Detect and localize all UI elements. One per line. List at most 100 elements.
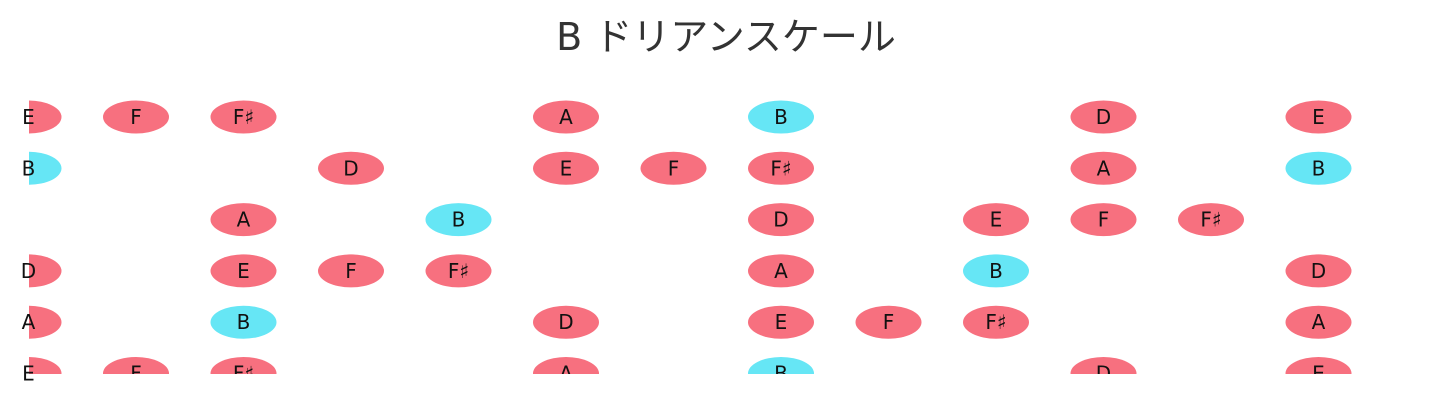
- note-label: D: [773, 208, 788, 232]
- note-dot: [210, 100, 277, 134]
- note-label: F: [345, 259, 357, 283]
- note-label: F♯: [233, 362, 254, 386]
- note-label: A: [774, 259, 788, 283]
- note-dot: [1285, 305, 1352, 339]
- note-dot: [425, 254, 492, 288]
- note-dot: [748, 254, 814, 288]
- note-marker: A: [1285, 305, 1352, 339]
- note-dot: [533, 305, 599, 339]
- root-note-marker: B: [425, 203, 492, 237]
- root-note-marker: B: [963, 254, 1029, 288]
- note-dot: [318, 254, 384, 288]
- note-dot: [103, 357, 169, 374]
- note-dot: [1285, 254, 1352, 288]
- note-marker: F: [1070, 203, 1137, 237]
- note-label: F♯: [233, 105, 254, 129]
- note-label: F: [668, 156, 680, 180]
- note-marker: A: [1070, 151, 1137, 185]
- note-dot: [748, 305, 814, 339]
- note-label: F♯: [448, 259, 469, 283]
- note-label: B: [237, 310, 251, 334]
- note-dot: [210, 305, 277, 339]
- note-marker: A: [210, 203, 277, 237]
- note-label: E: [1312, 362, 1325, 386]
- note-marker: F♯: [1178, 203, 1244, 237]
- note-dot: [963, 254, 1029, 288]
- note-marker: A: [748, 254, 814, 288]
- note-label: E: [22, 362, 35, 386]
- note-marker: D: [1285, 254, 1352, 288]
- note-dot: [963, 203, 1029, 237]
- note-dot: [748, 100, 814, 134]
- root-note-marker: B: [748, 357, 814, 386]
- note-label: E: [1312, 105, 1325, 129]
- note-dot: [1178, 203, 1244, 237]
- note-dot: [210, 254, 277, 288]
- note-dot: [748, 151, 814, 185]
- note-label: D: [343, 156, 358, 180]
- note-marker: [29, 305, 62, 339]
- note-label: B: [989, 259, 1003, 283]
- note-dot: [1070, 100, 1137, 134]
- note-marker: [29, 357, 62, 374]
- note-marker: [29, 100, 62, 134]
- note-marker: F: [103, 357, 169, 386]
- note-dot: [29, 100, 62, 134]
- note-dot: [29, 305, 62, 339]
- note-dot: [1285, 357, 1352, 374]
- note-marker: D: [748, 203, 814, 237]
- note-dot: [533, 151, 599, 185]
- note-marker: E: [533, 151, 599, 185]
- note-dot: [103, 100, 169, 134]
- note-label: B: [774, 362, 788, 386]
- note-dot: [855, 305, 922, 339]
- note-dot: [1070, 203, 1137, 237]
- note-dot: [640, 151, 707, 185]
- note-marker: E: [748, 305, 814, 339]
- note-dot: [748, 203, 814, 237]
- note-label: E: [775, 310, 788, 334]
- note-label: E: [22, 105, 35, 129]
- note-dot: [533, 357, 599, 374]
- note-label: B: [452, 208, 466, 232]
- note-marker: F♯: [210, 100, 277, 134]
- note-dot: [29, 254, 62, 288]
- note-label: B: [22, 156, 36, 180]
- root-note-marker: B: [210, 305, 277, 339]
- note-dot: [210, 357, 277, 374]
- note-marker: F: [640, 151, 707, 185]
- note-label: D: [1096, 105, 1111, 129]
- note-marker: A: [533, 357, 599, 386]
- note-label: E: [560, 156, 573, 180]
- note-label: F♯: [1200, 208, 1221, 232]
- note-dot: [1070, 357, 1137, 374]
- root-note-marker: B: [748, 100, 814, 134]
- note-marker: F: [318, 254, 384, 288]
- note-label: A: [237, 208, 251, 232]
- note-marker: F♯: [425, 254, 492, 288]
- note-marker: E: [1285, 357, 1352, 386]
- note-label: A: [559, 362, 573, 386]
- note-marker: F♯: [210, 357, 277, 386]
- note-label: F♯: [985, 310, 1006, 334]
- note-marker: F: [855, 305, 922, 339]
- page-title: B ドリアンスケール: [556, 15, 896, 59]
- note-marker: D: [1070, 357, 1137, 386]
- note-label: F: [130, 362, 142, 386]
- note-marker: [29, 254, 62, 288]
- note-dot: [210, 203, 277, 237]
- note-label: D: [558, 310, 573, 334]
- note-marker: F♯: [748, 151, 814, 185]
- note-label: D: [1096, 362, 1111, 386]
- note-marker: A: [533, 100, 599, 134]
- note-dot: [748, 357, 814, 374]
- note-label: E: [990, 208, 1003, 232]
- note-dot: [963, 305, 1029, 339]
- note-label: B: [1312, 156, 1326, 180]
- note-marker: D: [1070, 100, 1137, 134]
- note-dot: [29, 151, 62, 185]
- note-dot: [533, 100, 599, 134]
- note-dot: [318, 151, 384, 185]
